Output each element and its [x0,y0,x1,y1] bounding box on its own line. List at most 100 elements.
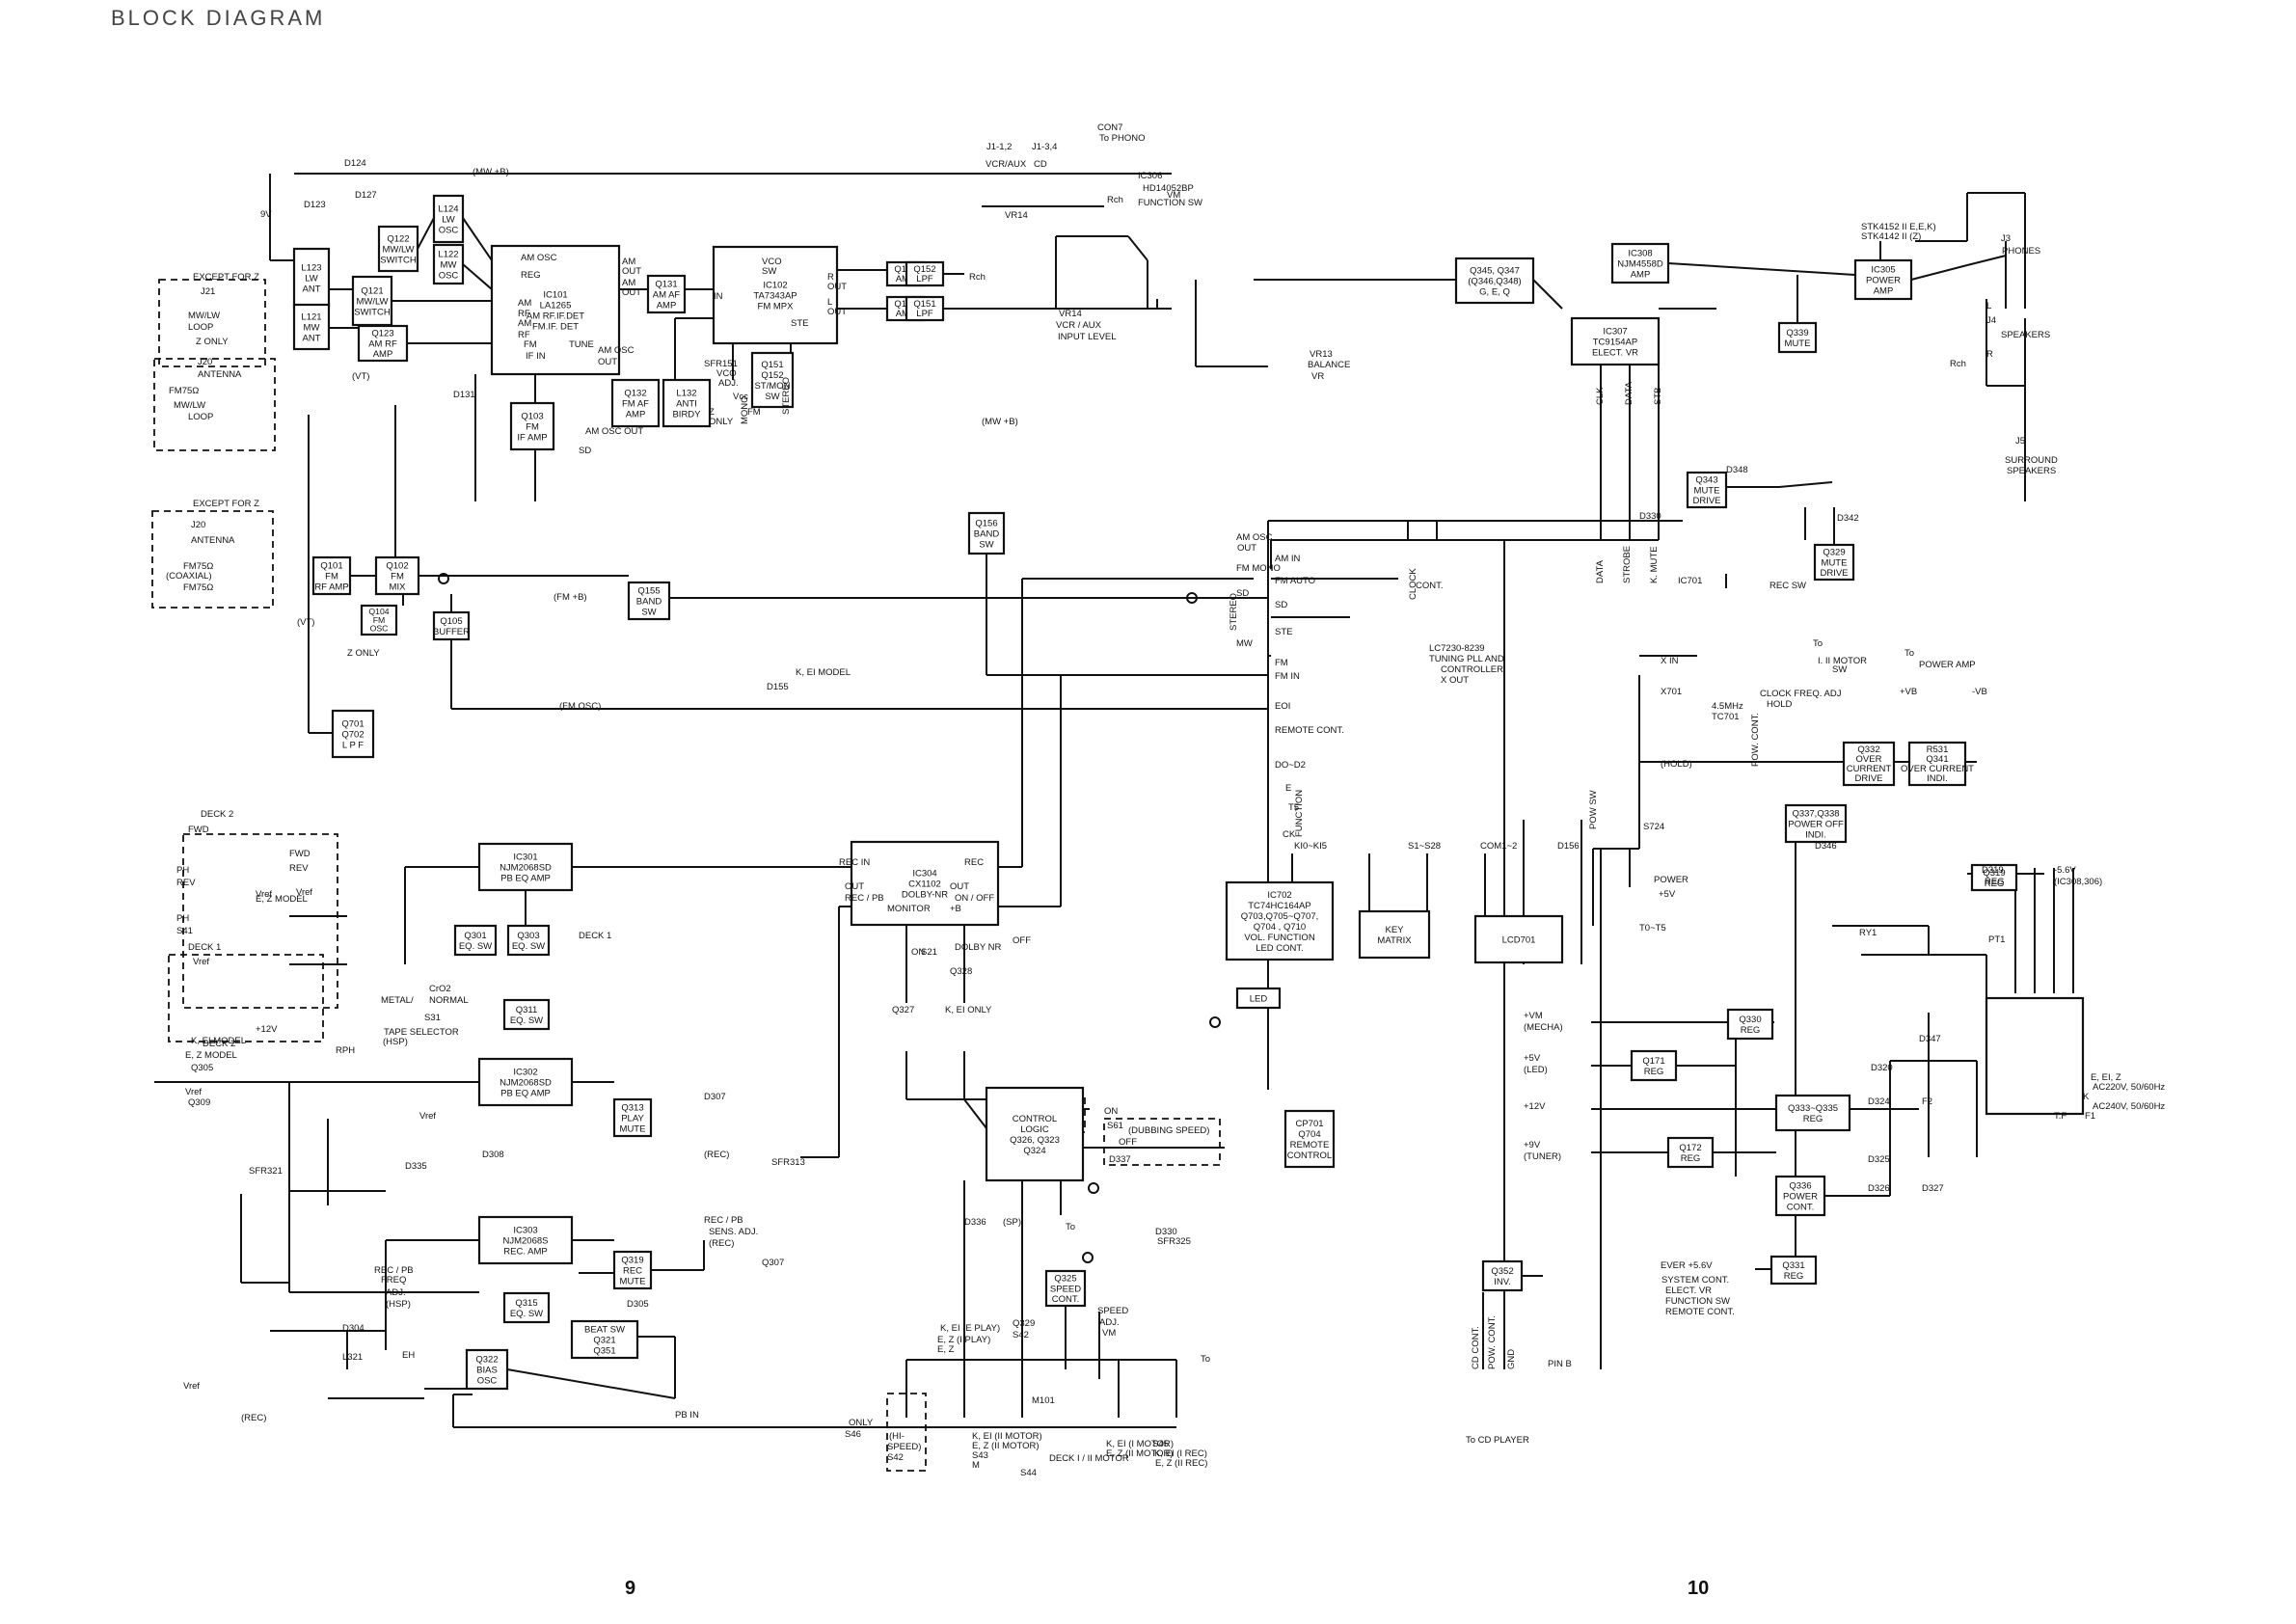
block-line: Q702 [341,730,364,741]
block-line: Q343 [1695,475,1717,486]
signal-label: D335 [405,1161,427,1172]
signal-label: FM IN [1275,671,1300,682]
block-line: TC9154AP [1593,338,1637,348]
signal-label: MONITOR [887,904,931,914]
signal-label: K, EI MODEL [191,1036,246,1046]
signal-label: STK4142 II (Z) [1861,231,1921,242]
block-line: Q123 [371,329,393,339]
signal-label: EXCEPT FOR Z [193,499,259,509]
signal-label: S1~S28 [1408,841,1441,852]
signal-label: RF [518,330,530,340]
signal-label: R [1986,349,1993,360]
signal-label: ADJ. [386,1287,406,1298]
signal-label: NORMAL [429,995,469,1006]
block-line: Q704 [1298,1129,1320,1140]
signal-label: X701 [1661,687,1682,697]
wire [1778,481,1833,488]
signal-label: FM [1275,658,1288,668]
signal-label: (MW +B) [473,167,509,177]
signal-label: FM75Ω [183,561,213,572]
signal-label: TC701 [1712,712,1740,722]
block-line: FM AF [622,399,649,410]
block-line: KEY [1385,925,1404,935]
signal-label: FM AUTO [1275,576,1315,586]
signal-label: L [1986,301,1991,311]
signal-label: Rch [1950,359,1966,369]
block-line: BEAT SW [584,1325,625,1336]
block-line: MUTE [620,1277,646,1287]
block-lcd: LCD701 [1473,914,1564,964]
block-line: Q704 , Q710 [1254,922,1306,933]
signal-label: STB [1653,388,1663,405]
page-number-left: 9 [625,1578,636,1599]
signal-label: MW [1236,638,1253,649]
signal-label: J1-3,4 [1032,142,1057,152]
block-line: Q701 [341,719,364,730]
block-line: Q151 [761,360,783,370]
signal-label: CONT. [1416,581,1444,591]
signal-label: (FM OSC) [559,701,601,712]
signal-label: PH [176,913,189,924]
block-line: INDI. [1927,773,1948,784]
signal-label: (DUBBING SPEED) [1128,1125,1209,1136]
signal-label: VCO [716,368,737,379]
signal-label: REV [289,863,309,874]
signal-label: J1-1,2 [986,142,1012,152]
block-line: CONT. [1052,1294,1080,1305]
signal-label: IF IN [526,351,546,362]
signal-label: Vref [419,1111,436,1122]
signal-label: PB IN [675,1410,699,1421]
signal-label: 4.5MHz [1712,701,1743,712]
signal-label: E, Z (I PLAY) [937,1335,990,1345]
block-line: L122 [438,250,458,260]
block-line: FM [373,615,386,625]
signal-label: E, Z (II MOTOR) [1106,1448,1174,1459]
signal-label: IN [714,291,723,302]
signal-label: X IN [1661,656,1679,666]
block-line: AMP [1874,286,1894,297]
block-line: IC305 [1871,265,1895,276]
block-line: DOLBY-NR [902,890,948,901]
block-line: ANT [303,284,321,295]
signal-label: VM [1167,190,1180,201]
signal-label: DATA [1624,381,1634,405]
block-line: MW [441,260,457,271]
block-line: Q171 [1642,1056,1664,1067]
block-line: DRIVE [1692,496,1720,506]
block-line: Q325 [1054,1274,1076,1285]
block-line: MUTE [1785,338,1811,349]
wire [462,217,493,261]
signal-label: POW SW [1588,790,1599,829]
signal-label: D330 [1155,1227,1177,1237]
signal-label: OUT [827,282,847,292]
signal-label: VR13 [1310,349,1333,360]
signal-label: (REC) [709,1238,734,1249]
wire [1127,235,1148,261]
block-line: AM RF [368,338,397,349]
signal-label: S31 [424,1013,441,1023]
signal-label: SPEED [1097,1306,1128,1316]
block-line: Q336 [1789,1181,1811,1192]
block-line: MUTE [620,1124,646,1135]
signal-label: S42 [887,1452,904,1463]
signal-label: AM [518,318,531,329]
signal-label: LC7230-8239 [1429,643,1485,654]
block-line: Q331 [1782,1260,1804,1271]
block-line: CONT. [1787,1203,1815,1213]
signal-label: IC306 [1138,171,1162,181]
signal-label: SW [762,266,776,277]
block-line: EQ. SW [510,1309,543,1319]
block-line: Q101 [320,561,342,572]
signal-label: (HSP) [383,1037,408,1047]
signal-label: Z [709,407,715,418]
